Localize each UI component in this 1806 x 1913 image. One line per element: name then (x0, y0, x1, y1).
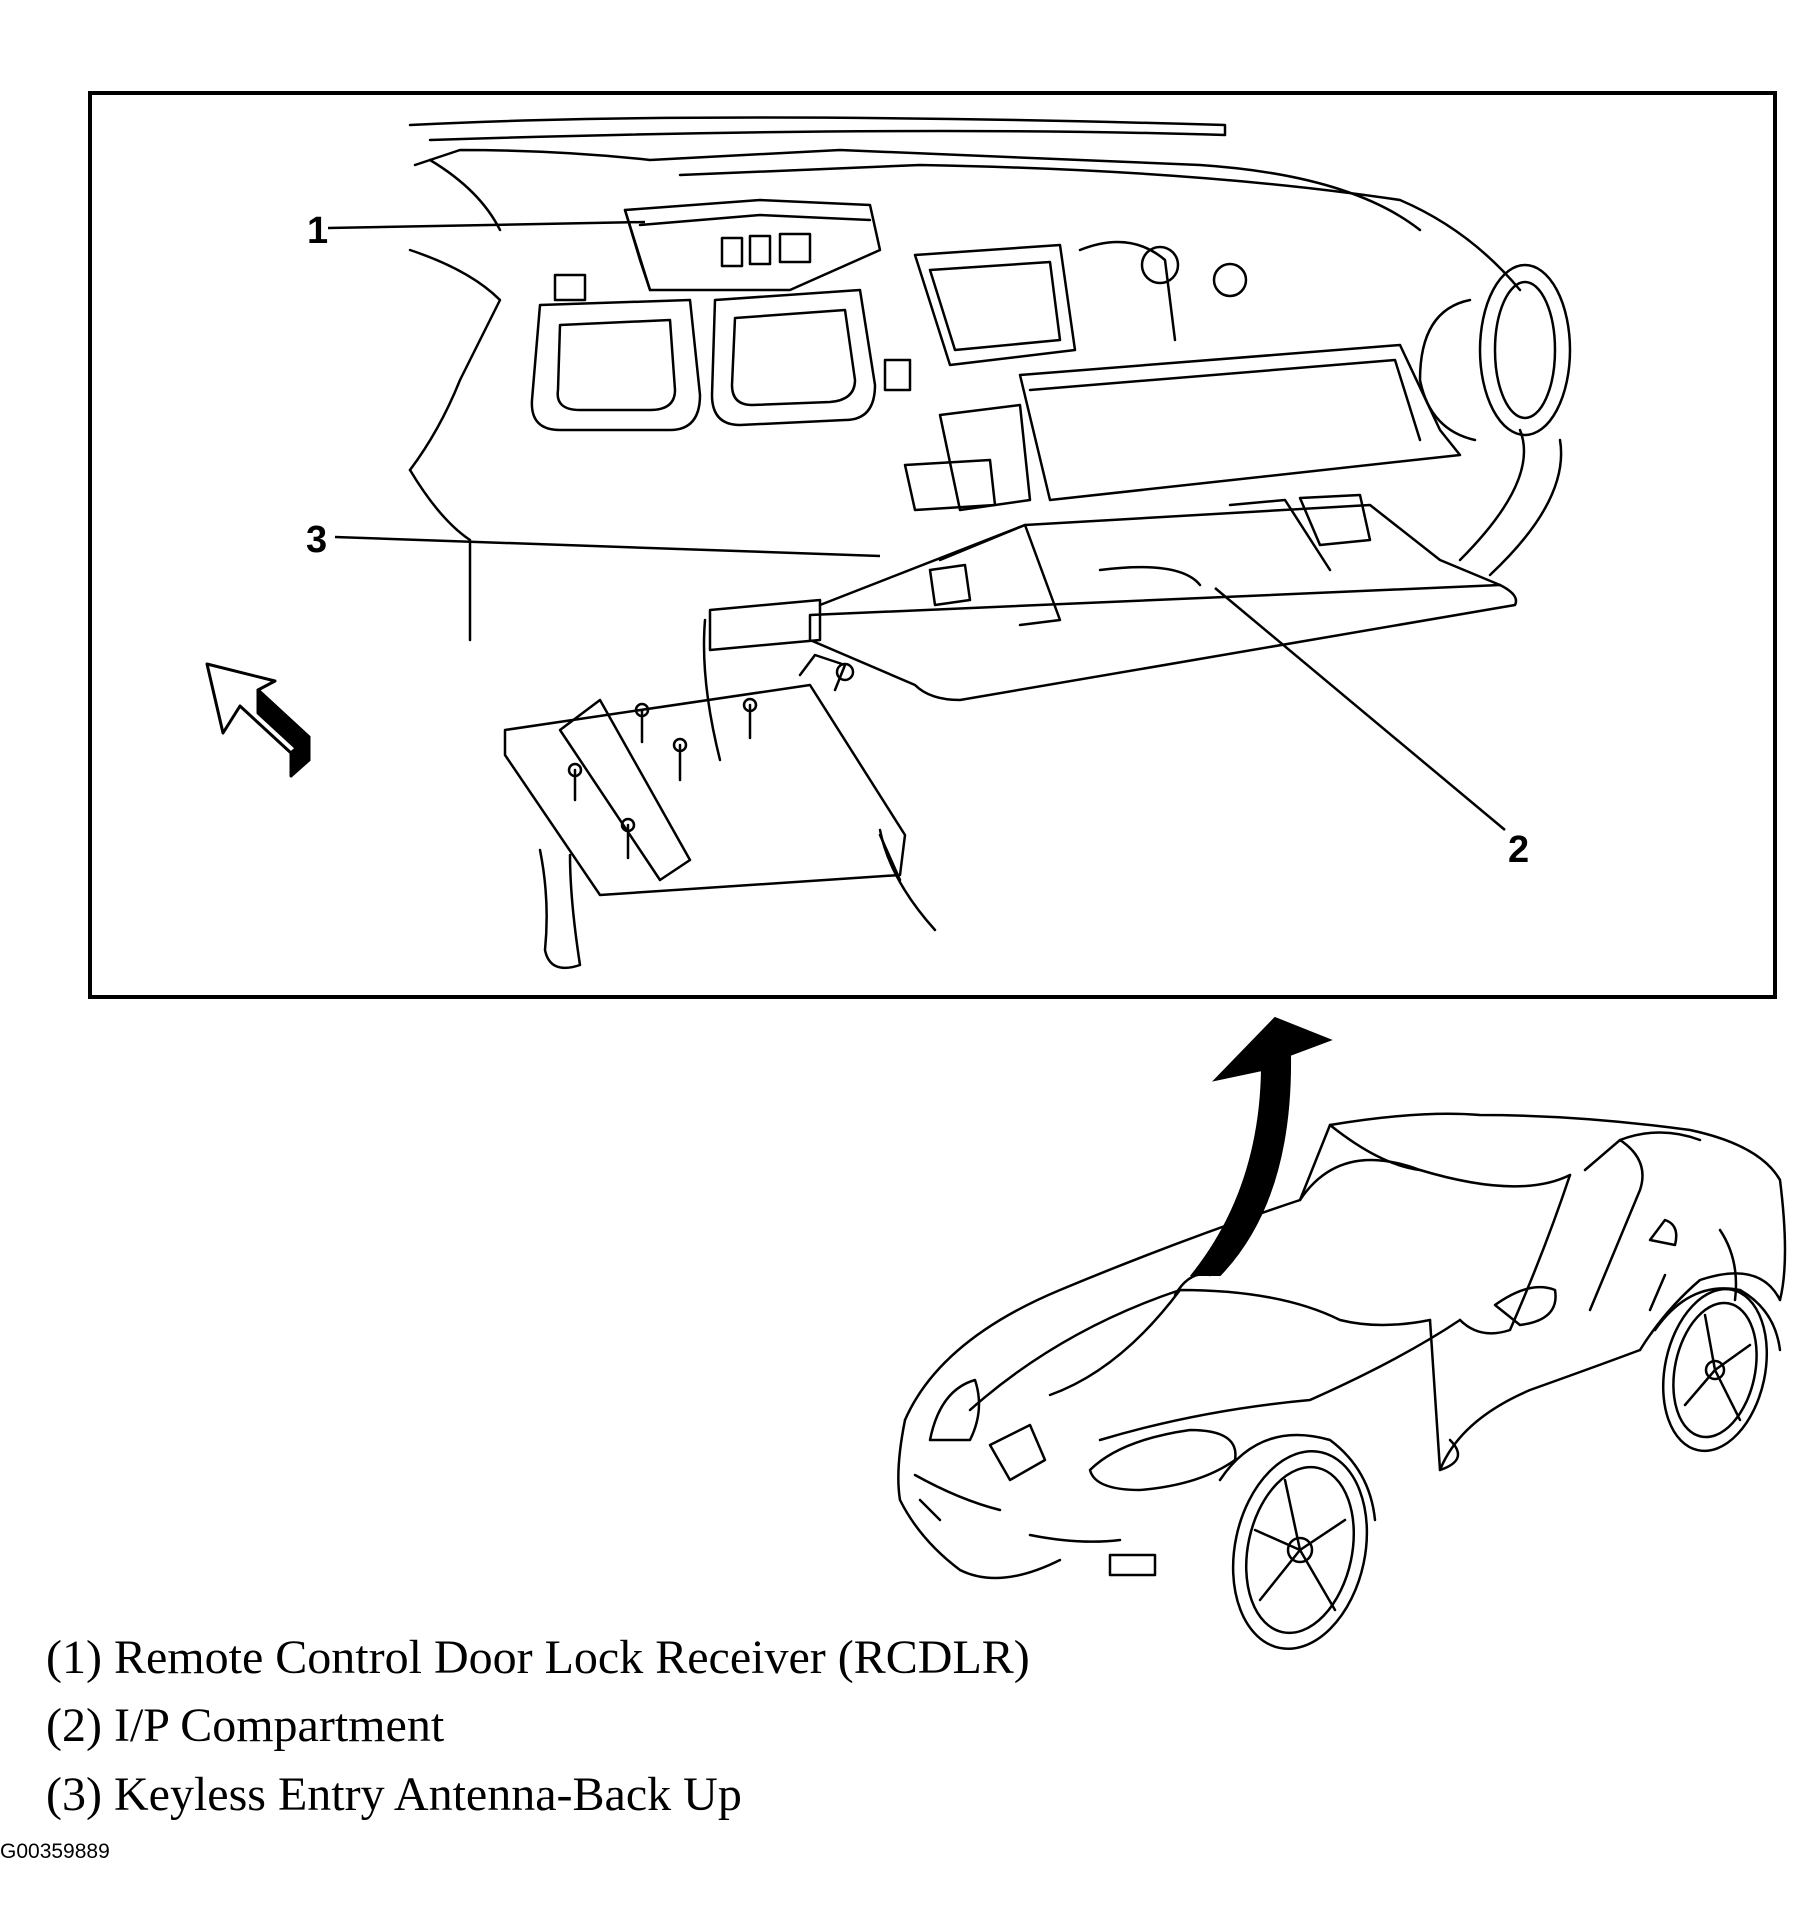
side-vent (1478, 263, 1572, 437)
callout-number-3: 3 (306, 519, 327, 561)
callout-number-2: 2 (1508, 829, 1529, 871)
front-wheel (1231, 1450, 1369, 1650)
rcdlr-module (623, 198, 882, 292)
figure-id: G00359889 (0, 1840, 110, 1863)
legend-number-2: (2) (46, 1699, 102, 1752)
legend-text-1: Remote Control Door Lock Receiver (RCDLR… (113, 1631, 1030, 1684)
car-illustration (897, 1112, 1787, 1650)
forward-arrow-icon (205, 662, 311, 778)
ip-compartment (808, 493, 1518, 702)
leader-line-2 (1214, 587, 1506, 831)
leader-lines (327, 220, 1506, 831)
legend-item-2: (2) I/P Compartment (46, 1702, 444, 1750)
legend-text-2: I/P Compartment (113, 1699, 445, 1752)
legend-text-3: Keyless Entry Antenna-Back Up (113, 1768, 742, 1821)
leader-line-1 (327, 220, 646, 230)
callout-number-1: 1 (307, 210, 328, 252)
legend-item-3: (3) Keyless Entry Antenna-Back Up (46, 1771, 742, 1819)
curved-arrow-icon (1189, 1016, 1333, 1276)
legend-item-1: (1) Remote Control Door Lock Receiver (R… (46, 1634, 1030, 1682)
vent-ducts (530, 273, 912, 432)
detail-frame (88, 91, 1777, 999)
antenna-bracket (503, 653, 937, 970)
legend-number-1: (1) (46, 1631, 102, 1684)
dashboard-illustration (408, 116, 1572, 970)
legend-number-3: (3) (46, 1768, 102, 1821)
leader-line-3 (334, 535, 881, 558)
